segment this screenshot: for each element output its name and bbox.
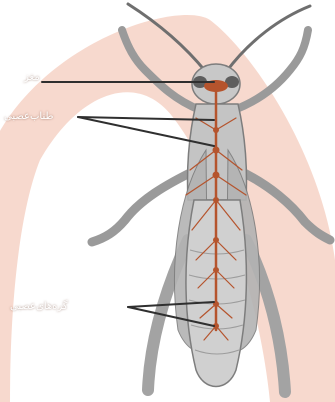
label-ganglia: گره‌های‌عصبی (10, 301, 68, 312)
label-nerve-cord: طناب‌عصبی (4, 111, 53, 122)
label-brain: مغز (24, 72, 40, 83)
